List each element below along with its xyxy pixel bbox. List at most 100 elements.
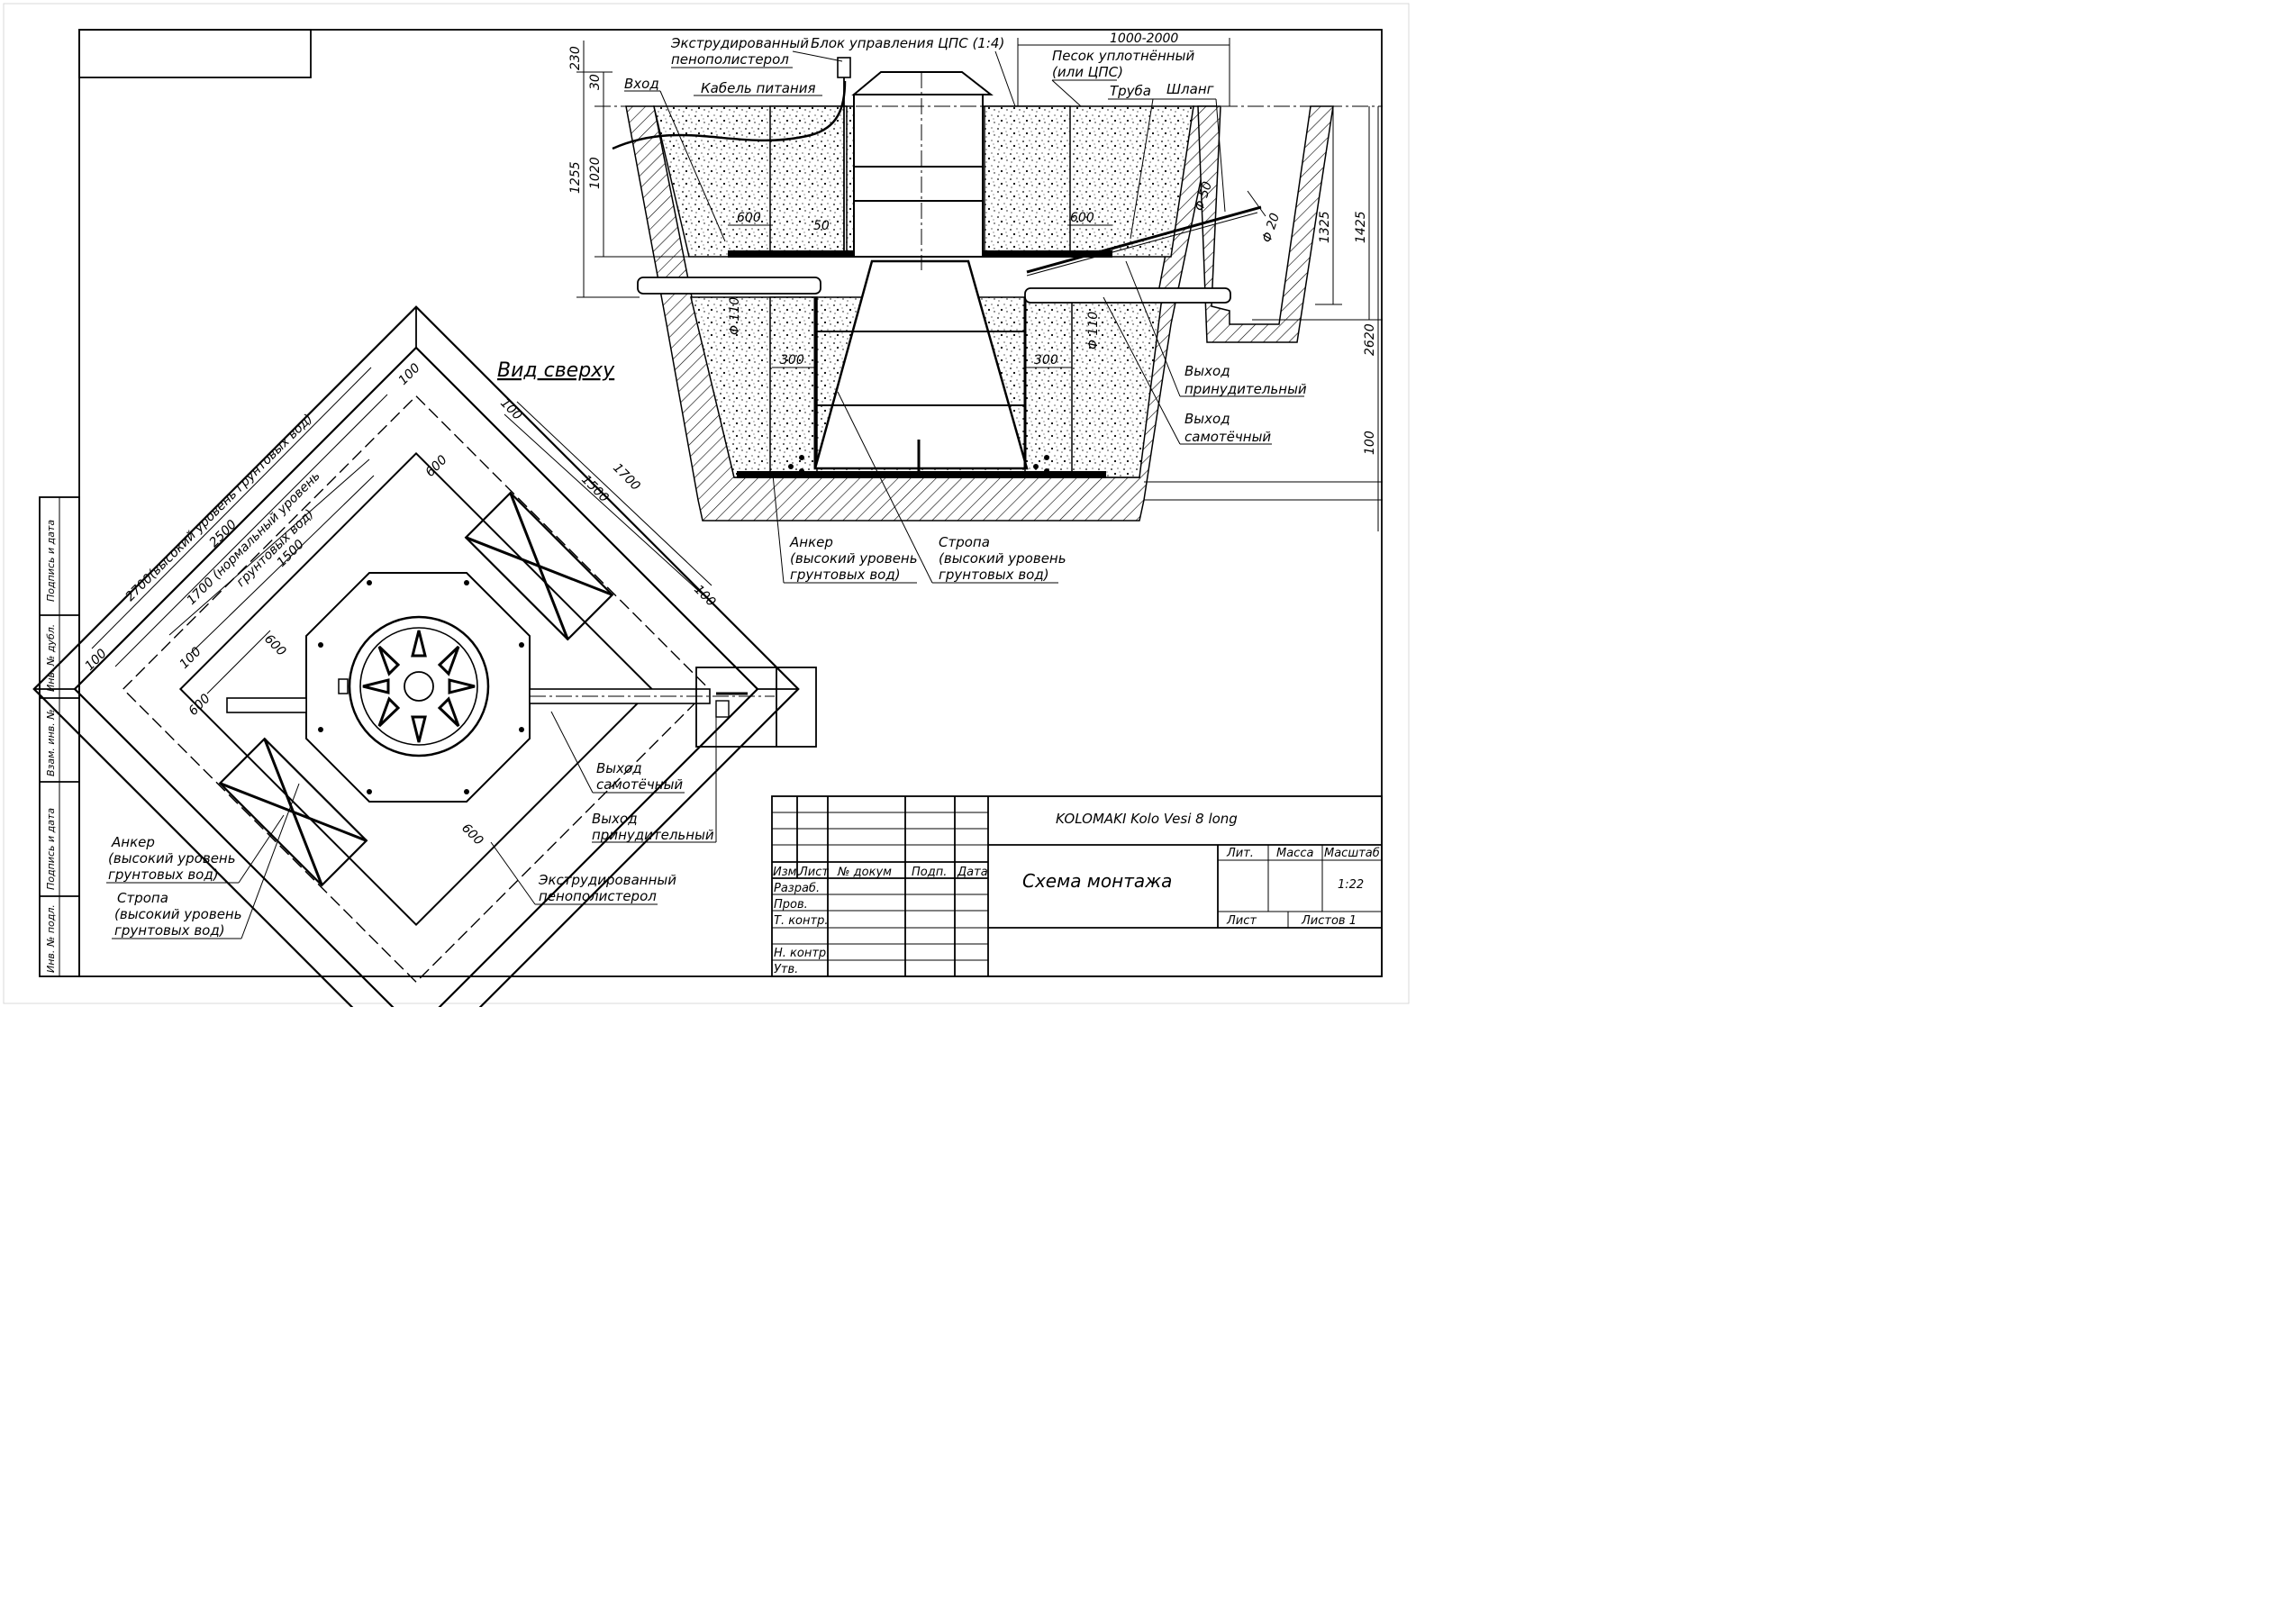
label-sand-1: Песок уплотнённый [1052, 48, 1194, 64]
tb-role-developed: Разраб. [774, 882, 820, 895]
stamp-sign-date-1: Подпись и дата [45, 520, 57, 602]
tv-label-forced-1: Выход [592, 811, 638, 827]
tb-role-approved: Утв. [774, 963, 798, 976]
tb-col-date: Дата [957, 866, 988, 879]
side-stamp: Подпись и дата Инв. № дубл. Взам. инв. №… [39, 496, 80, 977]
dim-600-right: 600 [1070, 211, 1094, 225]
foam-plate-right [982, 250, 1112, 258]
dim-1500-b: 1500 [578, 473, 612, 506]
label-forced-outlet-2: принудительный [1184, 381, 1307, 397]
tv-label-strap-3: грунтовых вод) [114, 922, 225, 939]
dim-600-b: 600 [261, 632, 288, 659]
tb-col-sign: Подп. [912, 866, 947, 879]
dim-230: 230 [568, 46, 583, 70]
tank-lid [851, 71, 994, 95]
label-gravity-outlet-1: Выход [1184, 411, 1230, 427]
tb-col-izm: Изм. [773, 866, 801, 879]
stamp-sign-date-2: Подпись и дата [45, 808, 57, 890]
dim-1425: 1425 [1354, 211, 1368, 243]
tv-label-foam-1: Экструдированный [538, 872, 676, 888]
foam-plate-left [728, 250, 854, 258]
label-inlet: Вход [624, 76, 659, 92]
label-anchor-3: грунтовых вод) [790, 567, 901, 583]
trench-top [695, 667, 817, 748]
soil-right-trench [1197, 105, 1334, 343]
dim-100-c: 100 [177, 645, 204, 672]
top-view: Вид сверху [32, 305, 817, 1007]
label-anchor-1: Анкер [789, 534, 833, 550]
tank-lid-center [404, 671, 434, 702]
dim-1700-normal-1: 1700 (нормальный уровень [185, 469, 323, 608]
lid-ribs [362, 630, 476, 743]
dim-300-left: 300 [780, 353, 804, 367]
dim-2620: 2620 [1363, 323, 1377, 356]
top-left-stamp-box [78, 29, 312, 78]
dim-phi20: Φ 20 [1260, 212, 1284, 245]
label-strap-1: Стропа [939, 534, 990, 550]
label-foam-top-2: пенополистерол [671, 51, 789, 68]
stamp-dup-inv: Инв. № дубл. [45, 624, 57, 692]
drawing-sheet: Подпись и дата Инв. № дубл. Взам. инв. №… [3, 3, 1410, 1007]
label-power-cable: Кабель питания [701, 80, 816, 96]
plate-outline [178, 451, 654, 927]
dim-1020: 1020 [588, 157, 603, 189]
dim-1700: 1700 [610, 461, 643, 494]
tv-label-anchor-2: (высокий уровень [108, 850, 236, 866]
dim-50-left: 50 [813, 219, 830, 233]
label-gravity-outlet-2: самотёчный [1184, 429, 1271, 445]
dim-100-bottom: 100 [1363, 431, 1377, 455]
tv-label-anchor-3: грунтовых вод) [108, 866, 219, 883]
tb-role-checked: Пров. [774, 898, 808, 912]
tb-lit: Лит. [1226, 847, 1254, 860]
dim-600-d: 600 [458, 821, 486, 848]
tv-label-foam-2: пенополистерол [539, 888, 657, 904]
tb-col-doc: № докум [837, 866, 892, 879]
outlet-pipe [1024, 287, 1231, 304]
dim-100-d: 100 [497, 396, 524, 423]
power-cable [612, 80, 847, 150]
view-title: Вид сверху [497, 359, 615, 382]
dim-phi110-right: Φ 110 [1086, 312, 1101, 349]
tb-product: KOLOMAKI Kolo Vesi 8 long [1056, 811, 1238, 827]
label-sand-2: (или ЦПС) [1052, 64, 1123, 80]
tb-sheet: Лист [1226, 914, 1257, 928]
dim-100-b: 100 [83, 647, 110, 674]
title-block: Изм. Лист № докум Подп. Дата Разраб. Про… [771, 795, 1383, 977]
tv-label-gravity-2: самотёчный [596, 776, 683, 793]
tv-label-gravity-1: Выход [596, 760, 642, 776]
dim-1000-2000: 1000-2000 [1110, 32, 1178, 46]
tb-scale: 1:22 [1338, 878, 1364, 892]
tb-scale-label: Масштаб [1324, 847, 1380, 860]
side-dimensions: 230 30 1255 1020 1000-2000 600 50 600 Φ … [568, 32, 1383, 531]
tv-label-strap-2: (высокий уровень [114, 906, 242, 922]
stamp-replace-inv: Взам. инв. № [45, 709, 57, 776]
label-pipe: Труба [1110, 83, 1151, 99]
inlet-pipe [637, 277, 821, 295]
foam-right-upper [984, 105, 1071, 256]
tank-neck-ring [853, 166, 984, 202]
label-anchor-2: (высокий уровень [790, 550, 918, 567]
dim-1255: 1255 [568, 161, 583, 194]
label-strap-2: (высокий уровень [939, 550, 1066, 567]
label-control-unit: Блок управления ЦПС (1:4) [811, 35, 1004, 51]
tv-label-forced-2: принудительный [592, 827, 714, 843]
side-section: Экструдированный пенополистерол Блок упр… [568, 32, 1383, 584]
pit-outline-outer [32, 305, 800, 1007]
dim-1325: 1325 [1318, 211, 1332, 243]
label-strap-3: грунтовых вод) [939, 567, 1049, 583]
tb-col-list: Лист [798, 866, 829, 879]
stamp-orig-inv: Инв. № подл. [45, 904, 57, 973]
dim-600-a: 600 [423, 453, 450, 480]
anchor-plate-top [464, 491, 614, 641]
foam-left-upper [769, 105, 848, 256]
tb-sheets: Листов 1 [1301, 914, 1357, 928]
tank-body [813, 259, 1029, 470]
foam-right-lower [1024, 296, 1073, 478]
dim-600-left: 600 [737, 211, 761, 225]
tv-label-anchor-1: Анкер [111, 834, 155, 850]
tb-role-tcontrol: Т. контр. [774, 914, 828, 928]
inlet-pipe-top [226, 697, 307, 713]
dim-300-right: 300 [1034, 353, 1058, 367]
foam-left-lower [769, 296, 818, 478]
dim-600-c: 600 [186, 692, 213, 719]
